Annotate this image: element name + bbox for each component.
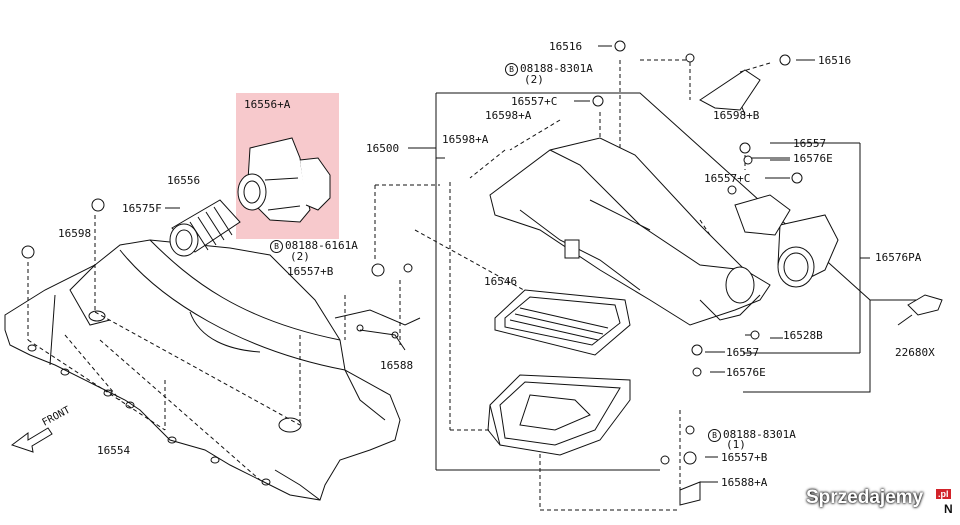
undercover-16554	[4, 239, 401, 501]
label-ticks	[165, 45, 913, 483]
upper-cover	[489, 137, 771, 326]
circle-b-icon: B	[505, 62, 518, 76]
label-16500: 16500	[366, 142, 400, 155]
label-qty-bot: (1)	[726, 438, 746, 451]
label-16557C-top: 16557+C	[511, 95, 558, 108]
circle-b-icon: B	[708, 428, 721, 442]
label-16554: 16554	[97, 444, 131, 457]
label-16557B-left: 16557+B	[287, 265, 334, 278]
label-qty-top: (2)	[524, 73, 544, 86]
filter-16546	[494, 289, 631, 356]
label-16576PA: 16576PA	[875, 251, 922, 264]
label-22680X: 22680X	[895, 346, 935, 359]
fasteners	[21, 40, 803, 465]
label-16516-top: 16516	[549, 40, 583, 53]
leader-lines	[27, 59, 771, 511]
watermark-tail: N	[944, 502, 953, 516]
label-16557B-bot: 16557+B	[721, 451, 768, 464]
watermark-badge: .pl	[936, 489, 951, 499]
label-16556A: 16556+A	[244, 98, 291, 111]
label-16588-left: 16588	[380, 359, 414, 372]
bracket-16588	[334, 309, 421, 351]
duct-16556A	[237, 137, 331, 223]
label-16546: 16546	[484, 275, 518, 288]
watermark: Sprzedajemy .pl N	[806, 487, 956, 521]
label-16576E-r1: 16576E	[793, 152, 833, 165]
circle-b-icon: B	[270, 239, 283, 253]
label-16557-r2: 16557	[726, 346, 760, 359]
label-16598B: 16598+B	[713, 109, 760, 122]
label-16588A: 16588+A	[721, 476, 768, 489]
label-16598A-top: 16598+A	[485, 109, 532, 122]
label-16598A-mid: 16598+A	[442, 133, 489, 146]
watermark-text: Sprzedajemy	[806, 487, 924, 508]
assembly-frame	[408, 92, 920, 471]
bracket-16588A	[679, 481, 701, 506]
label-16556: 16556	[167, 174, 201, 187]
label-16516-right: 16516	[818, 54, 852, 67]
front-arrow-icon	[10, 427, 53, 453]
lower-case	[487, 374, 631, 456]
sensor-22680X	[907, 294, 943, 316]
hose-16556	[169, 199, 241, 257]
bracket-16598B	[699, 69, 761, 111]
label-16598-left: 16598	[58, 227, 92, 240]
label-16557C-r: 16557+C	[704, 172, 751, 185]
tube-16576PA	[734, 194, 839, 288]
label-16576E-r2: 16576E	[726, 366, 766, 379]
label-qty-6161A: (2)	[290, 250, 310, 263]
label-16575F: 16575F	[122, 202, 162, 215]
label-16557-r1: 16557	[793, 137, 827, 150]
label-16528B: 16528B	[783, 329, 823, 342]
